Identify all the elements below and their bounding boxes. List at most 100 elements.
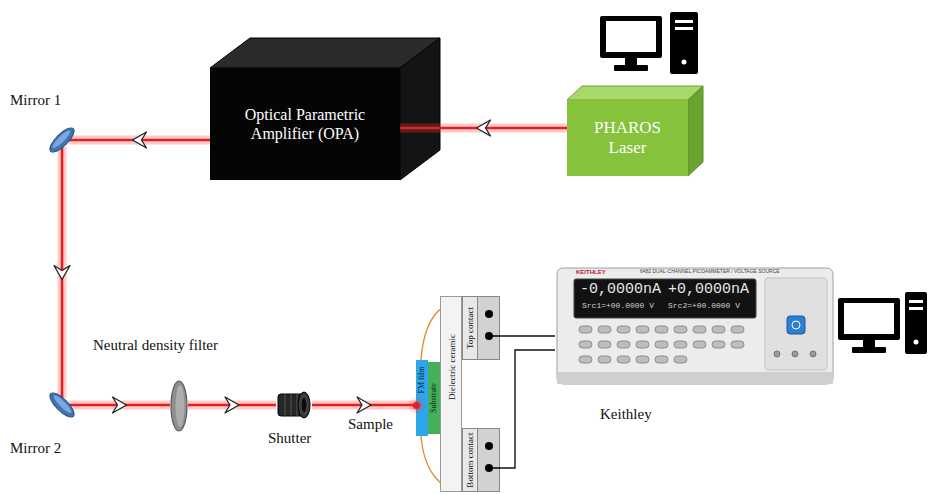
instrument-button [655, 356, 668, 363]
instrument-button [693, 341, 706, 348]
connector-group [500, 350, 555, 468]
laser-top-face [567, 86, 703, 100]
mirror: Mirror 2 [55, 398, 69, 412]
laser-side-face [688, 86, 703, 176]
arrowhead [54, 266, 70, 280]
monitor [838, 298, 900, 340]
dielectric-ceramic: Dielectric ceramic [440, 296, 462, 492]
contact-body [463, 297, 500, 360]
instrument-button [636, 356, 649, 363]
instrument-button [579, 356, 592, 363]
beam-spot [413, 402, 420, 409]
monitor-base [852, 347, 886, 353]
computer-tower [905, 292, 927, 354]
mirror-face [51, 129, 72, 150]
terminal-dot [485, 310, 493, 318]
mirror-disk [46, 124, 77, 155]
connector-group [500, 336, 555, 337]
mirror-face [52, 394, 73, 415]
mirror-body [46, 124, 77, 155]
instrument-button [674, 341, 687, 348]
connector-group [312, 397, 416, 413]
terminal-lead [489, 467, 500, 469]
filter-shape [170, 380, 188, 432]
signal-wire [500, 335, 555, 336]
display-source: Src1=+00.0000 V [582, 302, 654, 310]
mirror-shape [55, 398, 69, 412]
instrument-button [598, 326, 611, 333]
node-label: Substrate [430, 383, 438, 413]
contact-block: Top contact [462, 296, 500, 360]
tower-slot [909, 307, 923, 310]
opa-side-face [400, 38, 440, 180]
shutter: Shutter [276, 390, 312, 420]
connector-group [69, 397, 170, 413]
shutter-aperture [301, 397, 307, 413]
node-label: FM film [418, 367, 426, 394]
tower-slot [675, 27, 693, 30]
display-reading: -0,0000nA [580, 282, 661, 297]
arrowhead [133, 132, 147, 148]
instrument-button [712, 341, 725, 348]
monitor-base [614, 65, 648, 71]
instrument-port [792, 351, 798, 357]
contact-face [463, 429, 478, 492]
connector-group [400, 120, 567, 136]
power-button [787, 316, 805, 334]
mirror-shape [55, 133, 69, 147]
computer-icon [600, 12, 698, 74]
node-label: Mirror 1 [10, 92, 61, 109]
arrowhead [357, 397, 371, 413]
node-label: Keithley [600, 406, 652, 423]
tower-slot [909, 300, 923, 303]
contact-body [463, 429, 500, 492]
signal-wire [500, 350, 555, 468]
connector-group [54, 147, 70, 398]
node-label: Optical Parametric Amplifier (OPA) [219, 105, 391, 143]
monitor-stand [625, 58, 637, 65]
opa-box: Optical Parametric Amplifier (OPA) [210, 68, 400, 180]
arrowhead [477, 120, 491, 136]
shutter-face [298, 392, 310, 418]
instrument-button [636, 341, 649, 348]
instrument-port [774, 351, 780, 357]
instrument-button [598, 341, 611, 348]
tower-button [914, 340, 919, 345]
instrument-body [557, 268, 833, 384]
mirror-disk [46, 389, 77, 420]
instrument-button [674, 356, 687, 363]
instrument-button [579, 326, 592, 333]
node-label: PHAROS Laser [587, 118, 669, 159]
node-label: Neutral density filter [93, 337, 218, 354]
mirror-body [46, 389, 77, 420]
laser-box: PHAROS Laser [567, 100, 688, 176]
instrument-button [617, 326, 630, 333]
node-label: Shutter [268, 430, 311, 447]
tower-slot [675, 20, 693, 23]
mirror: Mirror 1 [55, 133, 69, 147]
instrument-button [617, 341, 630, 348]
fm-film: FM film [416, 360, 428, 436]
node-label: Bottom contact [466, 432, 475, 487]
connector-group [188, 397, 276, 413]
node-label: Mirror 2 [10, 440, 61, 457]
filter-face [176, 385, 185, 427]
instrument-display [574, 279, 756, 318]
filter-disk [171, 381, 187, 431]
nd-filter: Neutral density filter [170, 380, 188, 432]
instrument-base [557, 372, 833, 384]
brand-logo: KEITHLEY [576, 269, 606, 275]
instrument-button [655, 326, 668, 333]
instrument-panel [765, 278, 827, 370]
contact-face [463, 297, 478, 360]
display-reading: +0,0000nA [668, 282, 749, 297]
node-label: Dielectric ceramic [448, 334, 457, 400]
instrument-button [731, 341, 744, 348]
monitor-stand [863, 340, 875, 347]
contact-block: Bottom contact [462, 428, 500, 492]
instrument-button [579, 341, 592, 348]
